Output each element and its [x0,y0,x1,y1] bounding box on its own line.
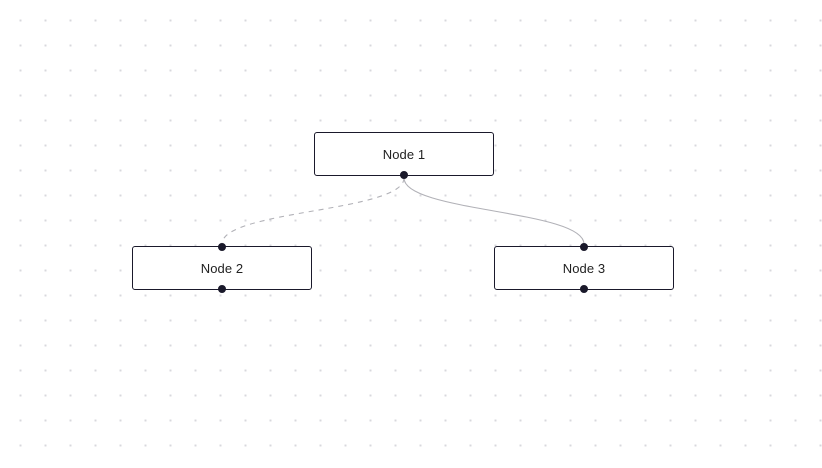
node-node-3[interactable]: Node 3 [494,243,674,293]
handle-target-node-2[interactable] [218,243,226,251]
node-label: Node 1 [382,146,426,162]
node-label: Node 2 [200,260,244,276]
node-node-2[interactable]: Node 2 [132,243,312,293]
handle-source-node-3[interactable] [580,285,588,293]
handle-source-node-2[interactable] [218,285,226,293]
handle-target-node-3[interactable] [580,243,588,251]
node-label: Node 3 [562,260,606,276]
node-node-1[interactable]: Node 1 [314,132,494,179]
edge-node1-node2[interactable] [221,177,405,245]
edge-node1-node3[interactable] [403,177,585,245]
handle-source-node-1[interactable] [400,171,408,179]
